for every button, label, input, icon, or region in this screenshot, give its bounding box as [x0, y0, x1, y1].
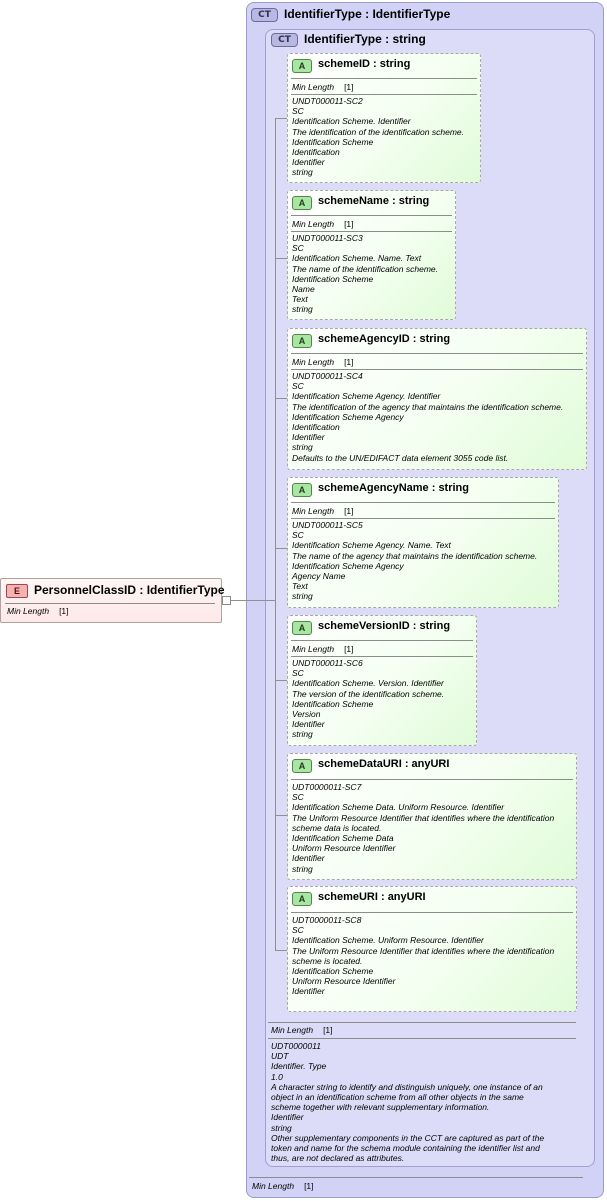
attribute-icon: A [292, 759, 312, 773]
complex-type-icon: CT [251, 8, 278, 22]
connector-line [275, 680, 287, 681]
connector-line [275, 398, 287, 399]
attribute-icon: A [292, 621, 312, 635]
divider [291, 502, 555, 503]
attribute-scheme-name[interactable]: A schemeName : string Min Length[1] UNDT… [287, 190, 456, 320]
divider [291, 640, 473, 641]
attribute-icon: A [292, 196, 312, 210]
expand-icon[interactable] [222, 596, 231, 605]
attribute-title: schemeVersionID : string [318, 620, 451, 632]
attribute-title: schemeID : string [318, 58, 411, 70]
complex-type-icon: CT [271, 33, 298, 47]
complex-type-outer-title: IdentifierType : IdentifierType [284, 7, 451, 21]
element-personnel-class-id[interactable]: E PersonnelClassID : IdentifierType Min … [0, 578, 225, 623]
min-length-row: Min Length[1] [7, 606, 69, 616]
connector-line [275, 258, 287, 259]
attribute-title: schemeAgencyName : string [318, 482, 469, 494]
divider [291, 369, 583, 370]
complex-type-inner-title: IdentifierType : string [304, 32, 426, 46]
divider [291, 78, 477, 79]
element-title: PersonnelClassID : IdentifierType [34, 583, 225, 597]
attribute-scheme-agency-name[interactable]: A schemeAgencyName : string Min Length[1… [287, 477, 559, 608]
divider [291, 231, 452, 232]
divider [291, 518, 555, 519]
connector-line [275, 815, 287, 816]
min-length-row: Min Length[1] [292, 506, 354, 516]
attribute-title: schemeDataURI : anyURI [318, 758, 450, 770]
min-length-row: Min Length[1] [292, 644, 354, 654]
min-length-row: Min Length[1] [292, 357, 354, 367]
attribute-icon: A [292, 892, 312, 906]
divider [291, 94, 477, 95]
min-length-row: Min Length[1] [292, 82, 354, 92]
attribute-icon: A [292, 59, 312, 73]
divider [268, 1022, 576, 1023]
min-length-row: Min Length[1] [252, 1181, 314, 1191]
divider [291, 912, 573, 913]
attribute-icon: A [292, 483, 312, 497]
sequence-line [275, 118, 276, 950]
divider [268, 1038, 576, 1039]
divider [5, 603, 215, 604]
divider [291, 779, 573, 780]
attribute-title: schemeName : string [318, 195, 430, 207]
connector-line [232, 600, 275, 601]
divider [291, 215, 452, 216]
min-length-row: Min Length[1] [271, 1025, 333, 1035]
attribute-scheme-agency-id[interactable]: A schemeAgencyID : string Min Length[1] … [287, 328, 587, 470]
attribute-scheme-id[interactable]: A schemeID : string Min Length[1] UNDT00… [287, 53, 481, 183]
divider [291, 353, 583, 354]
attribute-scheme-version-id[interactable]: A schemeVersionID : string Min Length[1]… [287, 615, 477, 746]
connector-line [275, 118, 287, 119]
attribute-icon: A [292, 334, 312, 348]
divider [291, 656, 473, 657]
connector-line [275, 548, 287, 549]
divider [249, 1177, 583, 1178]
connector-line [275, 950, 287, 951]
min-length-row: Min Length[1] [292, 219, 354, 229]
attribute-title: schemeAgencyID : string [318, 333, 451, 345]
attribute-title: schemeURI : anyURI [318, 891, 426, 903]
element-icon: E [6, 584, 28, 598]
